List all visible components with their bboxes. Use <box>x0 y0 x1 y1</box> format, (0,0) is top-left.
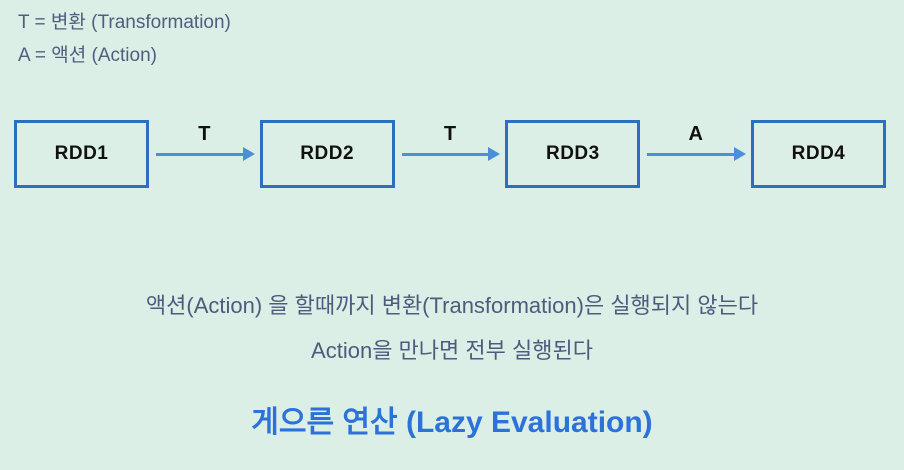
page-title: 게으른 연산 (Lazy Evaluation) <box>251 406 653 439</box>
node-rdd3: RDD3 <box>505 120 641 188</box>
note-line-2: Action을 만나면 전부 실행된다 <box>311 338 593 363</box>
note-line-1: 액션(Action) 을 할때까지 변환(Transformation)은 실행… <box>145 293 759 318</box>
node-rdd2-label: RDD2 <box>300 143 355 164</box>
edge-rdd1-rdd2-label: T <box>198 123 211 145</box>
node-rdd4-label: RDD4 <box>791 143 846 164</box>
arrow-line-icon <box>156 153 244 156</box>
legend-line-transformation: T = 변환 (Transformation) <box>18 12 231 33</box>
node-rdd1: RDD1 <box>14 120 149 188</box>
edge-rdd1-rdd2: T <box>149 120 260 188</box>
node-rdd3-label: RDD3 <box>545 143 600 164</box>
edge-rdd3-rdd4: A <box>640 120 751 188</box>
arrowhead-icon <box>242 147 255 161</box>
rdd-flow-diagram: RDD1 T RDD2 T RDD3 A RDD4 <box>14 120 887 188</box>
legend: T = 변환 (Transformation) A = 액션 (Action) <box>18 6 231 72</box>
legend-line-action: A = 액션 (Action) <box>18 45 157 66</box>
edge-rdd2-rdd3: T <box>395 120 506 188</box>
node-rdd2: RDD2 <box>259 120 395 188</box>
arrowhead-icon <box>488 147 501 161</box>
node-rdd1-label: RDD1 <box>54 143 109 164</box>
edge-rdd2-rdd3-label: T <box>443 123 457 145</box>
arrowhead-icon <box>734 147 747 161</box>
arrow-line-icon <box>401 153 490 156</box>
edge-rdd3-rdd4-label: A <box>688 123 703 145</box>
node-rdd4: RDD4 <box>751 120 887 188</box>
arrow-line-icon <box>647 153 736 156</box>
explanation-notes: 액션(Action) 을 할때까지 변환(Transformation)은 실행… <box>0 283 904 373</box>
